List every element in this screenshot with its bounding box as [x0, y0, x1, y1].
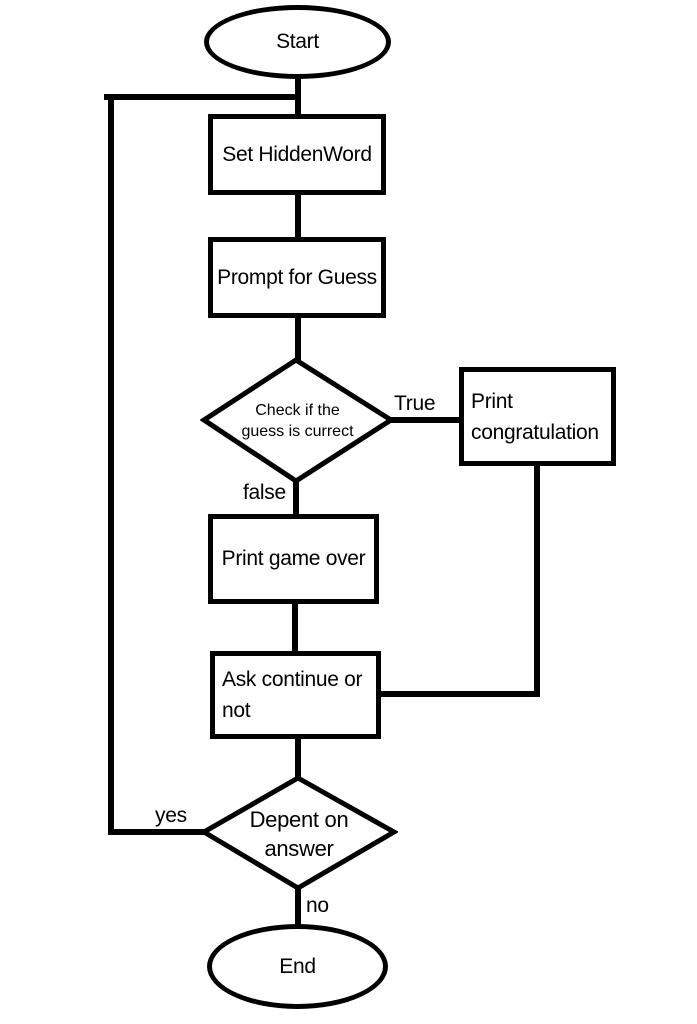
node-prompt-for-guess: Prompt for Guess — [208, 237, 386, 318]
connector-loop-left — [108, 94, 114, 835]
connector-depend-to-end — [295, 884, 301, 926]
connector-set-to-prompt — [295, 193, 301, 239]
node-set-hidden-word: Set HiddenWord — [208, 114, 386, 195]
connector-prompt-to-check — [295, 316, 301, 362]
node-ask-continue: Ask continue or not — [210, 651, 381, 739]
connector-loop-top — [104, 94, 298, 100]
node-check-guess: Check if the guess is currect — [200, 356, 395, 485]
edge-label-yes: yes — [155, 804, 187, 827]
node-start-label: Start — [276, 30, 319, 53]
edge-label-false: false — [243, 481, 286, 504]
node-check-guess-label: Check if the guess is currect — [200, 356, 395, 485]
node-depend-on-answer-label: Depent on answer — [200, 774, 398, 893]
node-end-label: End — [279, 954, 316, 978]
node-check-guess-label-line1: Check if the — [255, 401, 340, 419]
connector-check-to-gameover — [293, 477, 299, 517]
edge-label-no: no — [306, 894, 329, 917]
node-print-congratulation-line2: congratulation — [471, 420, 599, 444]
connector-ask-to-depend — [295, 736, 301, 780]
node-start: Start — [204, 5, 391, 79]
node-print-congratulation: Print congratulation — [459, 367, 616, 466]
node-prompt-for-guess-label: Prompt for Guess — [217, 265, 377, 289]
connector-gameover-to-ask — [292, 601, 298, 653]
node-print-congratulation-label: Print congratulation — [464, 386, 599, 448]
depend-on-answer-diamond-shape — [200, 775, 398, 891]
node-ask-continue-line1: Ask continue or — [222, 668, 363, 691]
node-print-congratulation-line1: Print — [471, 389, 513, 413]
node-end: End — [207, 924, 388, 1009]
node-print-game-over: Print game over — [208, 514, 379, 604]
connector-start-to-set — [295, 74, 301, 116]
node-depend-on-answer-line1: Depent on — [249, 806, 349, 832]
node-set-hidden-word-label: Set HiddenWord — [222, 142, 372, 166]
connector-loop-yes — [108, 829, 210, 835]
connector-congrat-to-ask — [378, 691, 540, 697]
node-depend-on-answer-line2: answer — [264, 835, 334, 861]
connector-true-branch — [390, 417, 462, 423]
edge-label-true: True — [394, 392, 436, 415]
node-ask-continue-label: Ask continue or not — [215, 664, 363, 726]
check-guess-diamond-shape — [200, 357, 395, 484]
node-ask-continue-line2: not — [222, 699, 251, 722]
connector-congrat-down — [534, 462, 540, 697]
node-check-guess-label-line2: guess is currect — [241, 422, 354, 440]
node-depend-on-answer: Depent on answer — [200, 774, 398, 893]
node-print-game-over-label: Print game over — [221, 547, 366, 570]
